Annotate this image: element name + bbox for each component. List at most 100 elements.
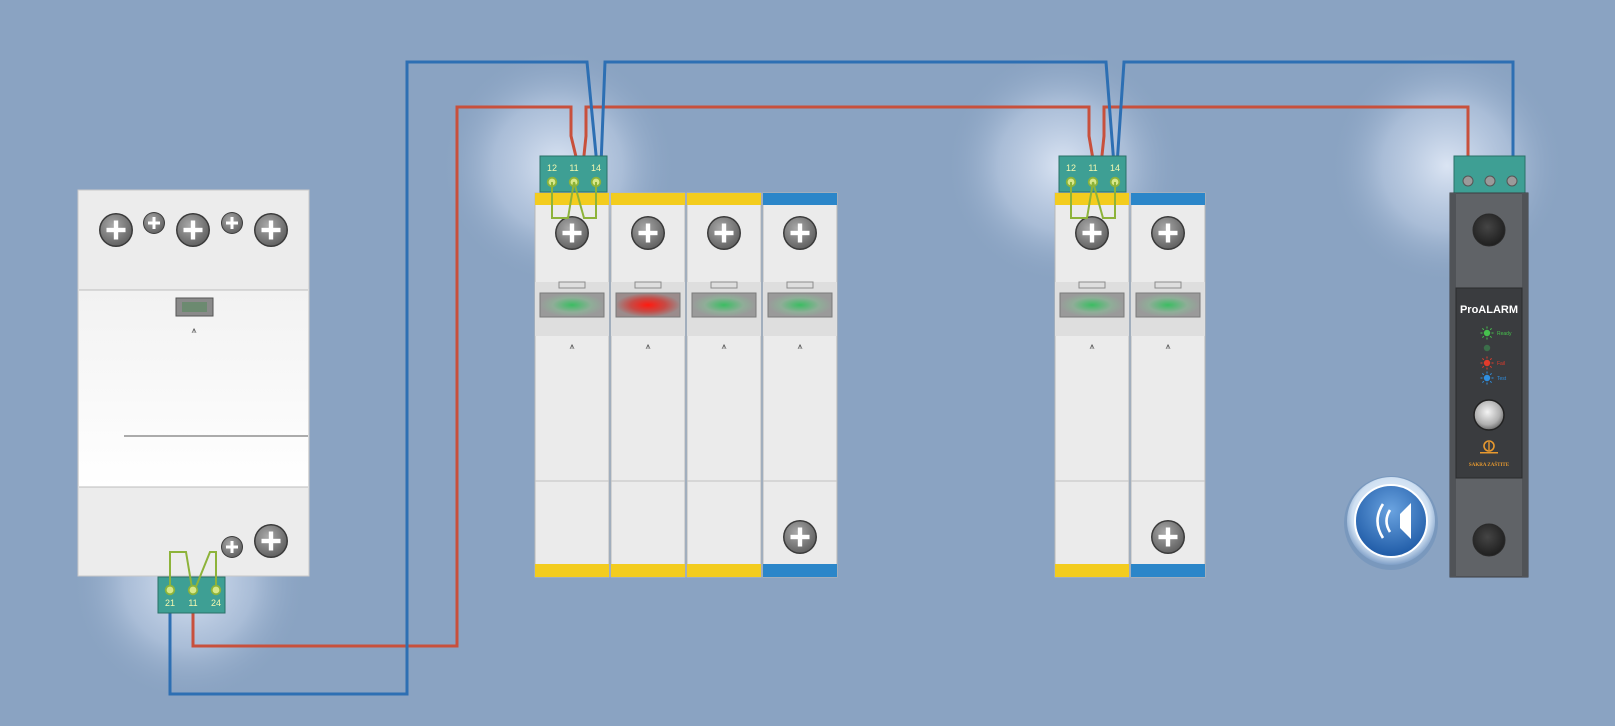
test-button-icon[interactable] (1473, 399, 1505, 431)
screw-icon[interactable] (254, 213, 288, 247)
spd-module: ⩚ (1054, 192, 1130, 578)
wire-blue-alarm (1115, 60, 1515, 166)
spd-module: ⩚ (686, 192, 762, 578)
spd-module: ⩚ (1130, 192, 1206, 578)
alarm-led-label: Test (1497, 376, 1507, 382)
brand-logo-icon (1480, 440, 1498, 454)
led-dot-icon (1483, 329, 1491, 337)
spd-left-terminal-label: 11 (569, 163, 578, 173)
speaker-icon (1376, 503, 1411, 539)
spd-stripe (1055, 193, 1129, 205)
spd-stripe (687, 193, 761, 205)
spd-right-terminal-label: 11 (1088, 163, 1097, 173)
glow-proalarm (1329, 48, 1565, 284)
spd-stripe (687, 564, 761, 577)
terminal-screw-icon[interactable] (1462, 175, 1474, 187)
spd-stripe (1131, 564, 1205, 577)
relay-module: ⩚ 21 11 24 (77, 189, 310, 614)
spd-warning-glyph: ⩚ (569, 342, 574, 352)
spd-group-right: ⩚⩚ 12 11 14 (1054, 155, 1206, 578)
screw-icon[interactable] (783, 520, 817, 554)
spd-stripe (535, 564, 609, 577)
alarm-led: Test (1480, 371, 1507, 385)
spd-modules-right: ⩚⩚ (1054, 192, 1206, 578)
screw-icon[interactable] (221, 212, 243, 234)
spd-modules-left: ⩚ ⩚ ⩚ ⩚ (534, 192, 838, 578)
led-dot-icon (1483, 359, 1491, 367)
relay-contact-link-2 (192, 551, 217, 595)
wire-red-main (191, 105, 580, 648)
spd-right-terminal-label: 12 (1066, 163, 1076, 173)
spd-stripe (763, 564, 837, 577)
screw-icon[interactable] (143, 212, 165, 234)
screw-icon[interactable] (254, 524, 288, 558)
spd-stripe (611, 564, 685, 577)
spd-left-contact-link-2 (573, 181, 597, 219)
spd-module: ⩚ (534, 192, 610, 578)
status-led-ok (691, 292, 757, 318)
screw-icon[interactable] (1075, 216, 1109, 250)
spd-stripe (1055, 564, 1129, 577)
spd-stripe (1131, 193, 1205, 205)
spd-warning-glyph: ⩚ (721, 342, 726, 352)
terminal-screw-icon[interactable] (187, 584, 199, 596)
spd-left-contact-link (551, 181, 575, 219)
mount-hole-icon (1472, 213, 1506, 247)
alarm-led-label: Ready (1497, 331, 1512, 337)
spd-module: ⩚ (762, 192, 838, 578)
status-led-ok (539, 292, 605, 318)
alarm-led (1483, 344, 1491, 352)
spd-right-contact-link-2 (1092, 181, 1116, 219)
alarm-led: Fail (1480, 356, 1505, 370)
screw-icon[interactable] (1151, 216, 1185, 250)
status-led-fault (615, 292, 681, 318)
led-dot-icon (1483, 374, 1491, 382)
spd-warning-glyph: ⩚ (797, 342, 802, 352)
relay-terminal-label: 24 (211, 598, 221, 608)
proalarm-terminal-block (1453, 155, 1526, 195)
proalarm-brand: SAKRA ZAŠTITE (1469, 462, 1510, 468)
relay-contact-link (169, 551, 194, 595)
proalarm-title: ProALARM (1460, 304, 1518, 316)
spd-warning-glyph: ⩚ (1089, 342, 1094, 352)
sound-button[interactable] (1344, 476, 1438, 570)
screw-icon[interactable] (176, 213, 210, 247)
spd-group-left: ⩚ ⩚ ⩚ ⩚ 12 11 14 (534, 155, 838, 578)
screw-icon[interactable] (99, 213, 133, 247)
terminal-screw-icon[interactable] (164, 584, 176, 596)
spd-stripe (763, 193, 837, 205)
spd-left-terminal-label: 14 (591, 163, 601, 173)
relay-warning-glyph: ⩚ (191, 326, 196, 336)
screw-icon[interactable] (783, 216, 817, 250)
wire-blue-main (168, 60, 599, 696)
status-led-ok (767, 292, 833, 318)
alarm-led-label: Fail (1497, 361, 1505, 367)
relay-terminal-label: 21 (165, 598, 175, 608)
spd-stripe (611, 193, 685, 205)
spd-right-contact-link (1070, 181, 1094, 219)
spd-left-terminal-label: 12 (547, 163, 557, 173)
mount-hole-icon (1472, 523, 1506, 557)
terminal-screw-icon[interactable] (1484, 175, 1496, 187)
led-dot-icon (1483, 344, 1491, 352)
screw-icon[interactable] (707, 216, 741, 250)
wire-red-alarm (1099, 105, 1470, 166)
screw-icon[interactable] (555, 216, 589, 250)
wire-blue-link (599, 60, 1116, 166)
status-led-ok (1059, 292, 1125, 318)
relay-terminal-label: 11 (188, 598, 197, 608)
terminal-screw-icon[interactable] (210, 584, 222, 596)
screw-icon[interactable] (631, 216, 665, 250)
spd-warning-glyph: ⩚ (1165, 342, 1170, 352)
spd-module: ⩚ (610, 192, 686, 578)
screw-icon[interactable] (1151, 520, 1185, 554)
wire-red-link (581, 105, 1096, 166)
status-led-ok (1135, 292, 1201, 318)
wiring (168, 60, 1515, 696)
alarm-led: Ready (1480, 326, 1512, 340)
terminal-screw-icon[interactable] (1506, 175, 1518, 187)
screw-icon[interactable] (221, 536, 243, 558)
